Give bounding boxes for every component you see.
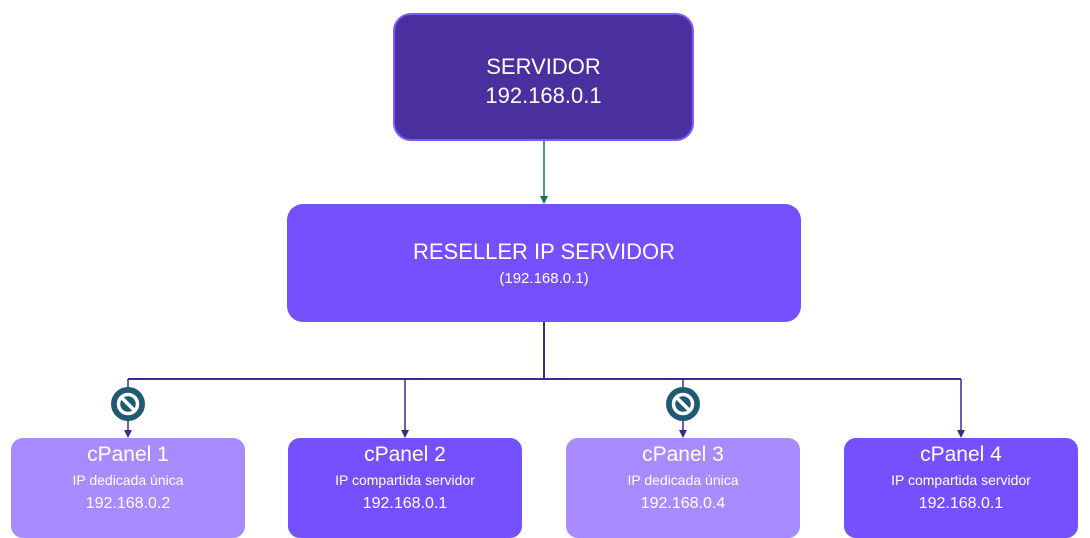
cpanel-node-2: cPanel 2 IP compartida servidor 192.168.… — [288, 438, 522, 538]
reseller-ip: (192.168.0.1) — [499, 270, 589, 287]
cpanel-ip: 192.168.0.1 — [362, 495, 448, 512]
cpanel-title: cPanel 2 — [364, 443, 446, 466]
cpanel-ip-type: IP dedicada única — [627, 472, 739, 488]
server-title: SERVIDOR — [486, 54, 601, 79]
reseller-node: RESELLER IP SERVIDOR (192.168.0.1) — [287, 204, 801, 322]
cpanel-node-1: cPanel 1 IP dedicada única 192.168.0.2 — [11, 438, 245, 538]
cpanel-ip-type: IP compartida servidor — [335, 472, 475, 488]
cpanel-title: cPanel 4 — [920, 443, 1002, 466]
cpanel-title: cPanel 1 — [87, 443, 169, 466]
cpanel-node-4: cPanel 4 IP compartida servidor 192.168.… — [844, 438, 1078, 538]
cpanel-node-3: cPanel 3 IP dedicada única 192.168.0.4 — [566, 438, 800, 538]
cpanel-ip-type: IP dedicada única — [72, 472, 184, 488]
reseller-title: RESELLER IP SERVIDOR — [412, 239, 676, 264]
blocked-icon — [111, 387, 145, 421]
cpanel-ip-type: IP compartida servidor — [891, 472, 1031, 488]
cpanel-ip: 192.168.0.1 — [918, 495, 1004, 512]
cpanel-ip: 192.168.0.4 — [640, 495, 726, 512]
cpanel-ip: 192.168.0.2 — [85, 495, 171, 512]
cpanel-title: cPanel 3 — [642, 443, 724, 466]
server-ip: 192.168.0.1 — [485, 83, 602, 108]
network-diagram: SERVIDOR 192.168.0.1 RESELLER IP SERVIDO… — [11, 13, 1078, 538]
server-node: SERVIDOR 192.168.0.1 — [393, 13, 694, 141]
blocked-icon — [666, 387, 700, 421]
